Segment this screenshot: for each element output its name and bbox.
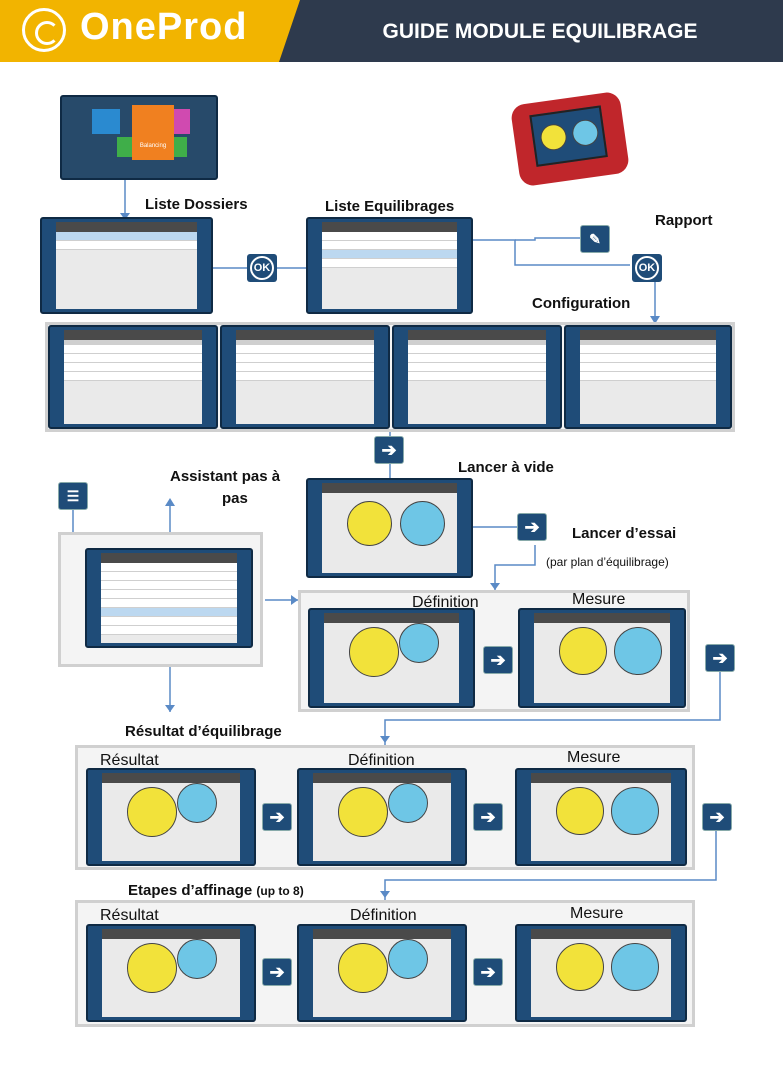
screen-config-units	[564, 325, 732, 429]
tile-balancing-label: Balancing	[139, 143, 167, 149]
ok-button-2[interactable]: OK	[632, 254, 662, 282]
screen-config-sensor	[392, 325, 562, 429]
next-label-refine-2: ➔	[480, 962, 496, 982]
screen-liste-equilibrages	[306, 217, 473, 314]
screen-refine-definition	[297, 924, 467, 1022]
label-definition-1: Définition	[412, 594, 479, 611]
next-label-config: ➔	[381, 440, 397, 460]
next-label-free-run: ➔	[524, 517, 540, 537]
next-button-refine-2[interactable]: ➔	[473, 958, 503, 986]
next-label-trial: ➔	[490, 650, 506, 670]
label-definition-3: Définition	[350, 907, 417, 924]
screen-free-run	[306, 478, 473, 578]
label-liste-dossiers: Liste Dossiers	[145, 196, 248, 213]
label-configuration: Configuration	[532, 295, 631, 312]
next-button-config[interactable]: ➔	[374, 436, 404, 464]
label-par-plan: (par plan d’équilibrage)	[546, 555, 669, 569]
label-resultat-2: Résultat	[100, 907, 159, 924]
screen-refine-result	[86, 924, 256, 1022]
next-button-trial[interactable]: ➔	[483, 646, 513, 674]
label-mesure-1: Mesure	[572, 591, 626, 608]
label-assistant: Assistant pas à	[170, 468, 281, 485]
label-mesure-2: Mesure	[567, 749, 621, 766]
tile-blue	[92, 109, 120, 134]
next-button-free-run[interactable]: ➔	[517, 513, 547, 541]
list-icon[interactable]: ☰	[58, 482, 88, 510]
next-button-result-1[interactable]: ➔	[262, 803, 292, 831]
ok-button-1[interactable]: OK	[247, 254, 277, 282]
screen-result-definition	[297, 768, 467, 866]
next-label-result-2: ➔	[480, 807, 496, 827]
home-screen: Balancing	[60, 95, 218, 180]
brand-name: OneProd	[80, 6, 248, 48]
label-mesure-3: Mesure	[570, 905, 624, 922]
page-title: GUIDE MODULE EQUILIBRAGE	[382, 20, 698, 43]
ok-label-2: OK	[635, 256, 659, 280]
next-button-refine-1[interactable]: ➔	[262, 958, 292, 986]
report-edit-icon[interactable]: ✎	[580, 225, 610, 253]
screen-result	[86, 768, 256, 866]
label-up-to: (up to 8)	[256, 884, 304, 898]
label-etapes-text: Etapes d’affinage	[128, 882, 253, 899]
screen-result-measure	[515, 768, 687, 866]
tile-balancing[interactable]: Balancing	[132, 105, 174, 160]
label-resultat-1: Résultat	[100, 752, 159, 769]
next-label-refine-1: ➔	[269, 962, 285, 982]
screen-liste-dossiers	[40, 217, 213, 314]
screen-trial-definition	[308, 608, 475, 708]
next-label-measure: ➔	[712, 648, 728, 668]
screen-trial-measure	[518, 608, 686, 708]
next-button-result-3[interactable]: ➔	[702, 803, 732, 831]
screen-config-machine	[48, 325, 218, 429]
screen-assistant	[85, 548, 253, 648]
device-image	[509, 90, 631, 188]
next-button-measure[interactable]: ➔	[705, 644, 735, 672]
label-resultat-equilibrage: Résultat d’équilibrage	[125, 723, 282, 740]
next-label-result-1: ➔	[269, 807, 285, 827]
label-lancer-essai: Lancer d’essai	[572, 525, 677, 542]
next-label-result-3: ➔	[709, 807, 725, 827]
oneprod-logo-icon	[22, 8, 66, 52]
label-liste-equilibrages: Liste Equilibrages	[325, 198, 455, 215]
screen-config-measurement	[220, 325, 390, 429]
label-lancer-vide: Lancer à vide	[458, 459, 554, 476]
label-definition-2: Définition	[348, 752, 415, 769]
ok-label-1: OK	[250, 256, 274, 280]
label-assistant-2: pas	[222, 490, 248, 507]
screen-refine-measure	[515, 924, 687, 1022]
next-button-result-2[interactable]: ➔	[473, 803, 503, 831]
device-yellow-disc	[538, 122, 569, 152]
label-rapport: Rapport	[655, 212, 713, 229]
label-etapes: Etapes d’affinage (up to 8)	[128, 882, 304, 899]
device-cyan-disc	[570, 118, 600, 148]
